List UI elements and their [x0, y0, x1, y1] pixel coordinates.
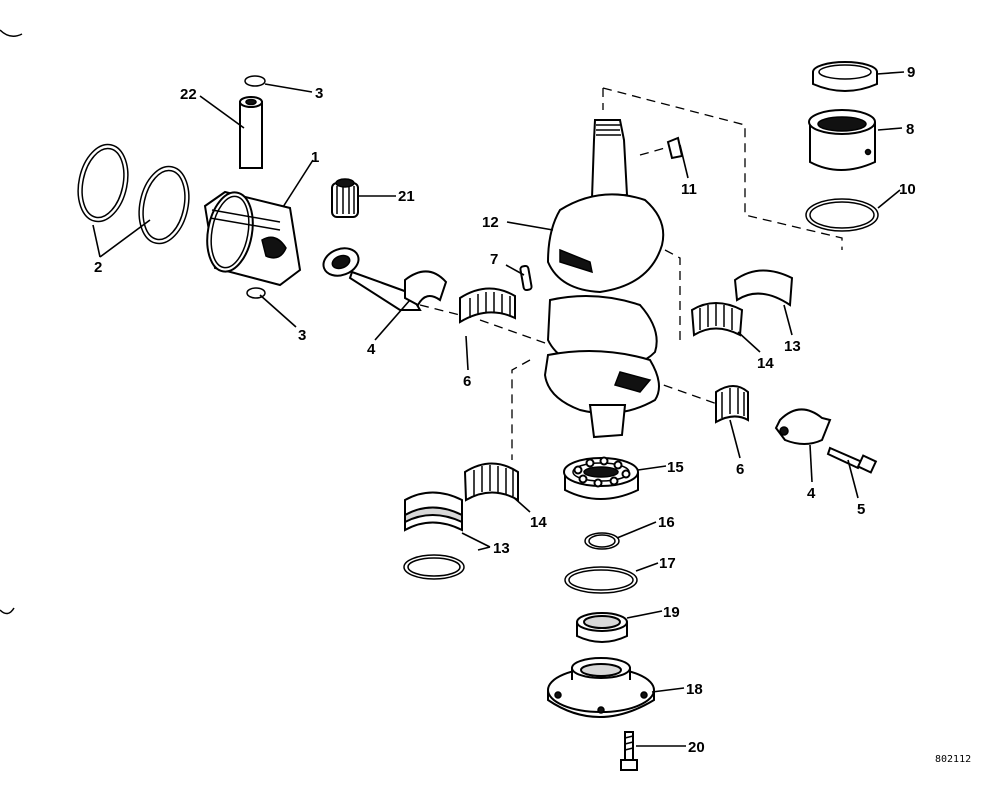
rod-bearing-cage-right	[715, 385, 749, 424]
callout-22: 22	[180, 86, 197, 103]
callout-8: 8	[906, 121, 914, 138]
callout-7: 7	[490, 251, 498, 268]
callout-4-rod: 4	[367, 341, 376, 358]
callout-labels: 1 2 3 3 4 4 5 6 6 7 8 9 10 11 12 13 13 1…	[94, 64, 916, 756]
callout-12: 12	[482, 214, 499, 231]
callout-21: 21	[398, 188, 415, 205]
callout-20: 20	[688, 739, 705, 756]
callout-13-upper: 13	[784, 338, 801, 355]
lower-ball-bearing	[563, 456, 639, 500]
retaining-ring	[403, 554, 465, 580]
housing-screw	[620, 731, 638, 771]
piston	[203, 190, 302, 287]
crankshaft	[543, 119, 665, 439]
callout-6-right: 6	[736, 461, 744, 478]
lower-bearing-housing	[547, 657, 655, 718]
callout-5: 5	[857, 501, 865, 518]
callout-17: 17	[659, 555, 676, 572]
callout-14-upper: 14	[757, 355, 774, 372]
woodruff-key	[666, 136, 684, 160]
callout-19: 19	[663, 604, 680, 621]
callout-3-upper: 3	[315, 85, 323, 102]
callout-18: 18	[686, 681, 703, 698]
snap-ring	[584, 532, 620, 550]
callout-leader-lines	[92, 71, 905, 747]
bearing-cage-lower-left	[463, 462, 519, 502]
bearing-race-half-lower	[404, 491, 463, 532]
callout-9: 9	[907, 64, 915, 81]
callout-1: 1	[311, 149, 319, 166]
piston-rings	[77, 143, 190, 245]
scan-edge-mark	[0, 607, 15, 615]
callout-3-lower: 3	[298, 327, 306, 344]
scan-edge-mark	[0, 29, 23, 37]
wrist-pin-needle-bearing	[331, 178, 359, 218]
callout-15: 15	[667, 459, 684, 476]
connecting-rod-cap	[774, 408, 832, 445]
wrist-pin	[239, 96, 263, 169]
rod-bearing-cage-left	[459, 287, 516, 324]
rod-cap-screw	[826, 446, 878, 474]
oil-seal	[576, 612, 628, 643]
bearing-cage-upper-right	[690, 302, 744, 337]
callout-6-left: 6	[463, 373, 471, 390]
callout-13-lower: 13	[493, 540, 510, 557]
callout-11: 11	[681, 181, 697, 198]
connecting-rod	[322, 247, 448, 311]
upper-main-bearing	[808, 109, 876, 171]
bearing-retainer-ring	[812, 61, 878, 92]
callout-16: 16	[658, 514, 675, 531]
lower-o-ring	[564, 566, 638, 594]
lock-ring-lower	[246, 287, 266, 299]
callout-4-cap: 4	[807, 485, 816, 502]
upper-o-ring	[805, 198, 879, 232]
figure-number: 802112	[935, 754, 971, 765]
bearing-race-half-upper	[733, 269, 794, 307]
callout-2: 2	[94, 259, 102, 276]
callout-10: 10	[899, 181, 916, 198]
dowel-pin	[519, 264, 533, 292]
callout-14-lower: 14	[530, 514, 547, 531]
lock-ring-upper	[244, 75, 266, 87]
